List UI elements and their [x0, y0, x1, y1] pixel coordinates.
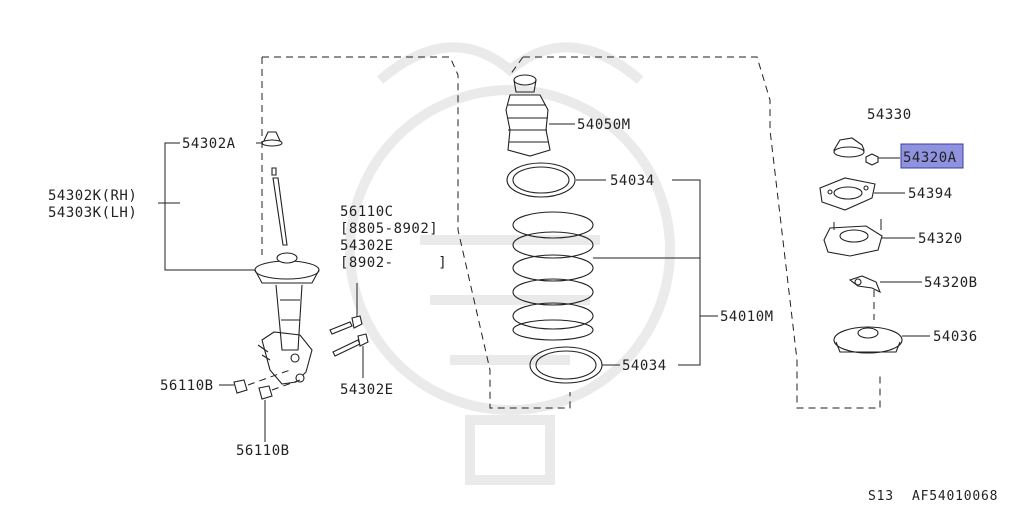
cap-54330-drawing [833, 137, 865, 158]
spring-seat-top-drawing [506, 162, 576, 198]
nut-54320A-drawing [865, 153, 879, 166]
label-54034-top[interactable]: 54034 [610, 173, 655, 189]
label-54302E-bottom[interactable]: 54302E [340, 382, 394, 398]
label-54010M[interactable]: 54010M [720, 309, 774, 325]
label-54034-bottom[interactable]: 54034 [622, 358, 667, 374]
strut-assembly-drawing [254, 131, 320, 385]
label-56110C[interactable]: 56110C [340, 204, 394, 220]
label-date-range-8902: [8902- ] [340, 255, 447, 271]
label-54050M[interactable]: 54050M [577, 117, 631, 133]
selected-part-highlight [900, 143, 964, 169]
label-54320B[interactable]: 54320B [924, 275, 978, 291]
label-54303K[interactable]: 54303K(LH) [48, 205, 137, 221]
label-54394[interactable]: 54394 [908, 186, 953, 202]
spring-group-outline [523, 56, 881, 409]
insulator-54036-drawing [833, 326, 903, 354]
spring-group-left-edge [509, 56, 524, 76]
footer-model-code: S13 [868, 489, 894, 504]
mount-54320-drawing [823, 219, 883, 257]
bolt-54302E-drawing [332, 333, 369, 378]
washer-54320B-drawing [848, 275, 882, 294]
label-date-range-8805: [8805-8902] [340, 221, 438, 237]
label-54330[interactable]: 54330 [867, 107, 912, 123]
nut-56110B-bottom-drawing [258, 379, 301, 442]
label-56110B-left[interactable]: 56110B [160, 378, 214, 394]
label-54302K[interactable]: 54302K(RH) [48, 188, 137, 204]
strut-group-outline [262, 56, 571, 409]
coil-spring-drawing [512, 211, 594, 341]
plate-54394-drawing [819, 177, 876, 211]
leader-lines [158, 123, 930, 386]
label-54320A[interactable]: 54320A [903, 150, 957, 166]
bump-stop-54050M-drawing [505, 74, 551, 157]
label-54036[interactable]: 54036 [933, 329, 978, 345]
watermark-emblem [345, 42, 675, 485]
label-56110B-bottom[interactable]: 56110B [236, 443, 290, 459]
label-54302E-top[interactable]: 54302E [340, 238, 394, 254]
label-54320[interactable]: 54320 [918, 231, 963, 247]
bolt-56110C-drawing [329, 283, 363, 335]
label-54302A[interactable]: 54302A [182, 136, 236, 152]
footer-diagram-code: AF54010068 [912, 489, 998, 504]
nut-56110B-left-drawing [233, 369, 291, 394]
